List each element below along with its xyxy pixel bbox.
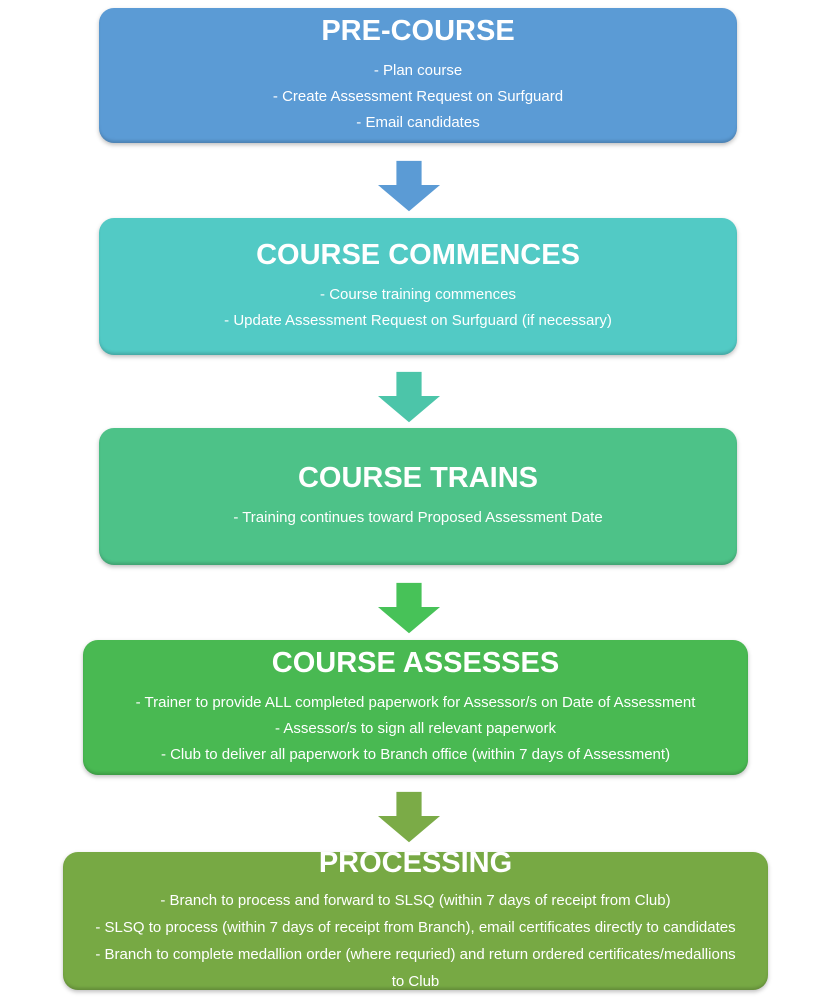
step-box-course-assesses: COURSE ASSESSES - Trainer to provide ALL… (83, 640, 748, 775)
step-item-list: - Branch to process and forward to SLSQ … (95, 887, 736, 995)
step-item: - Branch to complete medallion order (wh… (95, 945, 736, 990)
step-item: - SLSQ to process (within 7 days of rece… (95, 918, 736, 936)
step-item: - Create Assessment Request on Surfguard (272, 88, 564, 106)
step-box-pre-course: PRE-COURSE - Plan course - Create Assess… (99, 8, 737, 143)
down-arrow-icon (378, 791, 440, 843)
step-item: - Course training commences (320, 286, 516, 304)
step-item: - Email candidates (356, 114, 480, 132)
step-title: COURSE TRAINS (297, 461, 539, 494)
step-box-course-commences: COURSE COMMENCES - Course training comme… (99, 218, 737, 355)
down-arrow-icon (378, 160, 440, 212)
step-title: COURSE COMMENCES (256, 238, 580, 271)
step-title: PRE-COURSE (321, 14, 515, 47)
step-box-processing: PROCESSING - Branch to process and forwa… (63, 847, 768, 990)
step-item: - Trainer to provide ALL completed paper… (135, 694, 696, 712)
step-box-course-trains: COURSE TRAINS - Training continues towar… (99, 428, 737, 565)
step-item-list: - Course training commences - Update Ass… (224, 282, 612, 334)
step-item: - Assessor/s to sign all relevant paperw… (275, 720, 556, 738)
step-title: COURSE ASSESSES (271, 646, 560, 679)
step-title: PROCESSING (318, 847, 513, 880)
down-arrow-icon (378, 371, 440, 423)
step-item: - Club to deliver all paperwork to Branc… (160, 746, 671, 764)
step-item: - Plan course (373, 62, 463, 80)
step-item: - Update Assessment Request on Surfguard… (224, 312, 612, 330)
step-item: - Branch to process and forward to SLSQ … (160, 891, 671, 909)
step-item-list: - Training continues toward Proposed Ass… (233, 505, 602, 531)
step-item-list: - Plan course - Create Assessment Reques… (273, 58, 563, 136)
step-item-list: - Trainer to provide ALL completed paper… (136, 690, 696, 768)
step-item: - Training continues toward Proposed Ass… (233, 509, 603, 527)
down-arrow-icon (378, 582, 440, 634)
